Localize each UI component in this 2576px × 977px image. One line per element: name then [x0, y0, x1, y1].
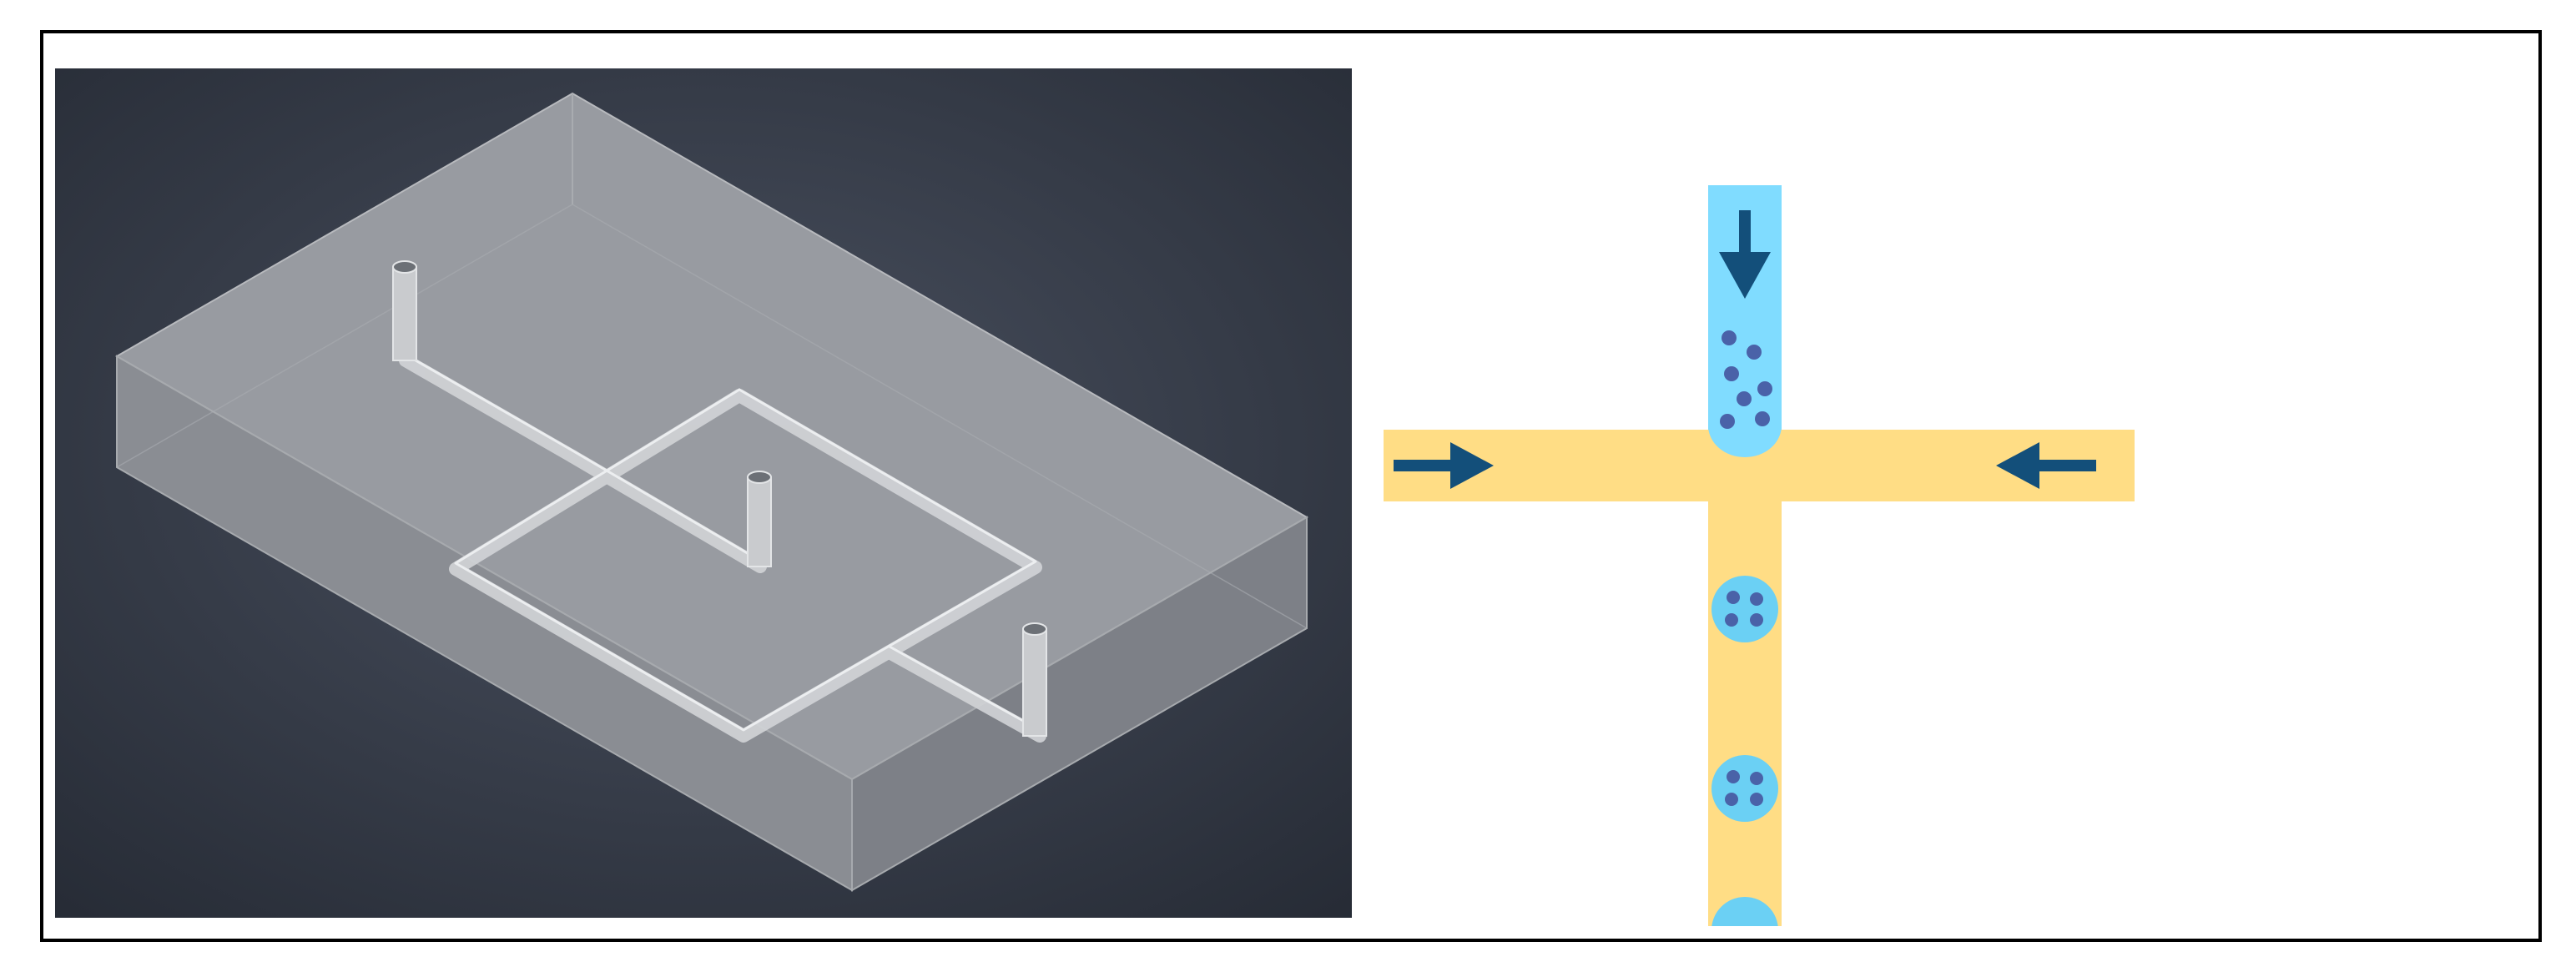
port-tube: [747, 476, 772, 567]
arrow-shaft: [1394, 460, 1452, 471]
cell-icon: [1750, 613, 1763, 627]
left-arrow-icon: [1996, 442, 2096, 489]
right-arrow-icon: [1394, 442, 1494, 489]
cell-icon: [1737, 391, 1752, 406]
chip-render-panel: [55, 68, 1352, 918]
arrow-shaft: [1739, 210, 1751, 254]
arrow-head: [1450, 442, 1494, 489]
port-tube: [392, 266, 417, 361]
cell-icon: [1750, 772, 1763, 785]
arrow-shaft: [2038, 460, 2096, 471]
droplet-junction-diagram: [1384, 185, 2135, 926]
droplet: [1711, 755, 1778, 822]
cell-icon: [1725, 613, 1738, 627]
channel-highlight: [454, 388, 1037, 732]
cell-icon: [1757, 381, 1772, 396]
cell-icon: [1725, 793, 1738, 806]
center-channel: [566, 450, 767, 573]
outlet-channel: [1708, 501, 1782, 926]
droplet-schematic-panel: [1377, 175, 2145, 926]
droplet: [1711, 576, 1778, 642]
cell-icon: [1747, 345, 1762, 360]
port-opening: [1022, 622, 1047, 636]
cell-icon: [1722, 330, 1737, 345]
cell-cluster-upper: [1720, 330, 1772, 429]
cell-icon: [1755, 411, 1770, 426]
center-port-icon: [747, 471, 772, 567]
arrow-head: [1996, 442, 2039, 489]
channel-highlight: [404, 353, 574, 452]
arrow-head: [1719, 252, 1771, 299]
inlet-port-icon: [392, 260, 417, 361]
cell-icon: [1724, 366, 1739, 381]
cell-icon: [1727, 770, 1740, 783]
channel-network: [399, 353, 1046, 743]
droplet-icon: [1711, 755, 1778, 822]
droplet-partial: [1711, 897, 1778, 926]
chip-inner-edge: [116, 204, 1308, 629]
loop-channel: [449, 389, 1042, 743]
channel-highlight: [888, 645, 1041, 732]
inlet-channel-1: [399, 354, 579, 463]
down-arrow-icon: [1719, 210, 1771, 299]
droplet-icon: [1711, 897, 1778, 926]
cell-icon: [1720, 414, 1735, 429]
port-tube: [1022, 628, 1047, 737]
outlet-port-icon: [1022, 622, 1047, 737]
microfluidic-chip-render: [55, 68, 1352, 918]
cell-icon: [1727, 591, 1740, 604]
cell-icon: [1750, 592, 1763, 606]
channel-highlight: [571, 449, 762, 562]
forming-droplet: [1708, 394, 1782, 457]
cell-icon: [1750, 793, 1763, 806]
droplet-icon: [1711, 576, 1778, 642]
port-opening: [747, 471, 772, 484]
outlet-channel: [883, 646, 1046, 743]
port-opening: [392, 260, 417, 274]
